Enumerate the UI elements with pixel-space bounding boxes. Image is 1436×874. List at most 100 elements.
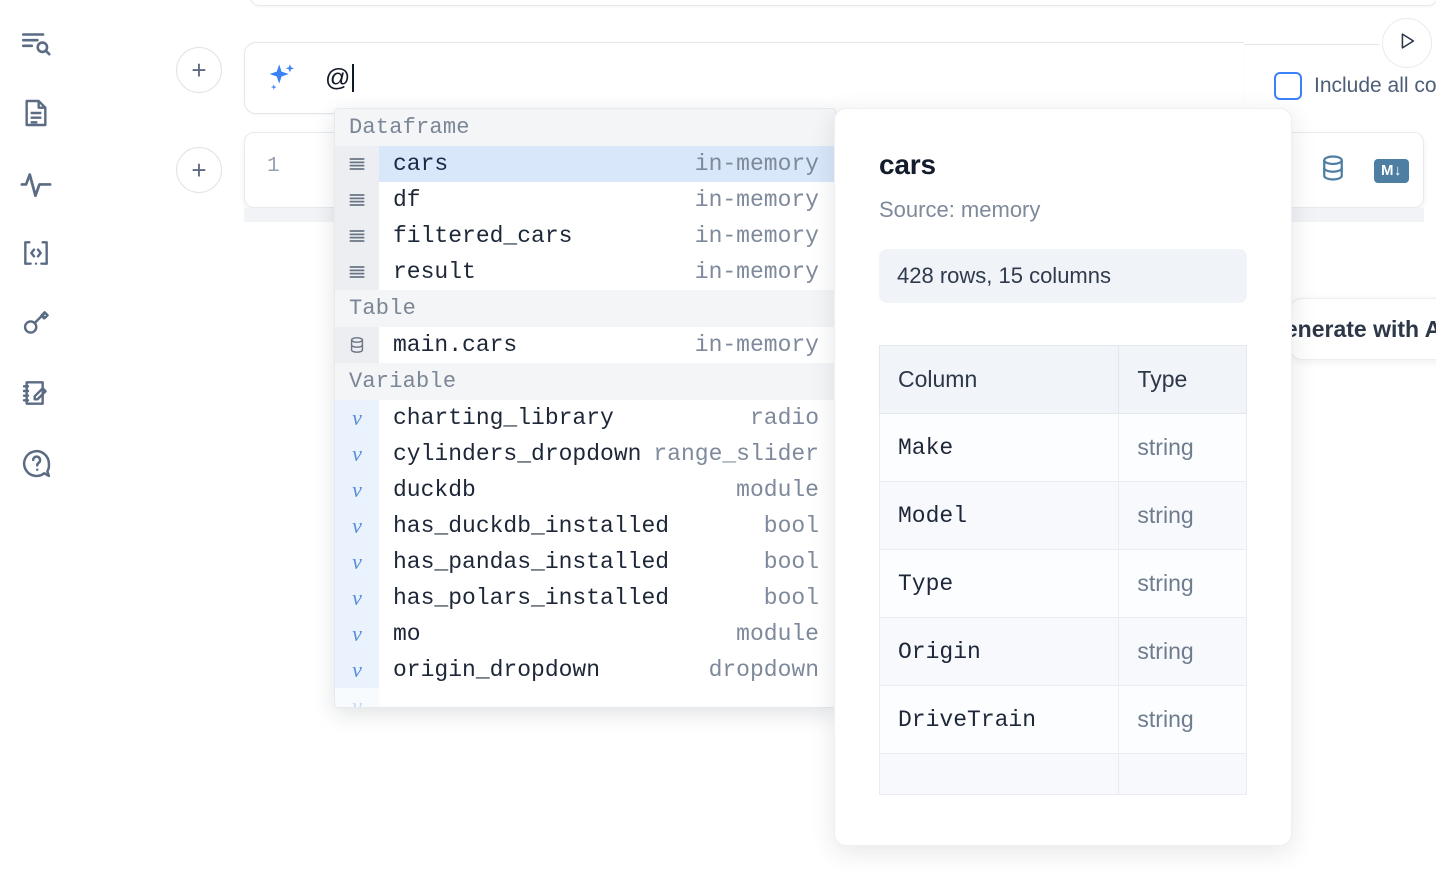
line-number: 1: [267, 155, 280, 178]
table-rows-icon: [335, 254, 379, 290]
play-icon: [1396, 30, 1418, 57]
autocomplete-item[interactable]: v cylinders_dropdown range_slider: [335, 436, 835, 472]
explore-search-icon: [19, 26, 53, 60]
sidebar-item-notebook[interactable]: [14, 88, 58, 138]
markdown-badge[interactable]: M↓: [1374, 158, 1409, 183]
schema-column-name: DriveTrain: [878, 685, 1120, 754]
schema-column-name: Make: [878, 413, 1120, 482]
generate-with-ai-card[interactable]: Generate with AI: [1290, 298, 1436, 360]
sidebar-item-explore[interactable]: [14, 18, 58, 68]
schema-column-type: string: [1118, 413, 1247, 482]
autocomplete-item-name: origin_dropdown: [393, 657, 601, 683]
include-all-code-label: Include all code: [1314, 74, 1436, 97]
autocomplete-item[interactable]: main.cars in-memory: [335, 327, 835, 363]
sidebar-item-help[interactable]: [14, 438, 58, 488]
schema-column-type: string: [1118, 549, 1247, 618]
schema-column-name: Type: [878, 549, 1120, 618]
add-cell-button-top[interactable]: +: [176, 47, 222, 93]
ai-prompt-input[interactable]: @: [325, 64, 354, 93]
autocomplete-item-type: bool: [763, 549, 819, 575]
table-rows-icon: [335, 146, 379, 182]
key-icon: [20, 307, 52, 339]
autocomplete-item-type: dropdown: [708, 657, 819, 683]
preview-shape-badge: 428 rows, 15 columns: [879, 249, 1247, 303]
variable-icon: v: [335, 400, 379, 436]
table-rows-icon: [335, 182, 379, 218]
scratchpad-edit-icon: [20, 377, 52, 409]
autocomplete-item-name: df: [393, 187, 421, 213]
autocomplete-item-type: in-memory: [694, 151, 819, 177]
sidebar-rail: [0, 0, 72, 874]
run-button[interactable]: [1382, 18, 1432, 68]
cell-icon-group: M↓: [1318, 153, 1409, 188]
variable-icon: v: [335, 472, 379, 508]
autocomplete-item-type: radio: [749, 405, 819, 431]
variable-icon: v: [335, 436, 379, 472]
autocomplete-item-type: module: [736, 477, 819, 503]
variable-icon: v: [335, 508, 379, 544]
autocomplete-item-type: bool: [763, 585, 819, 611]
variable-icon: v: [335, 652, 379, 688]
autocomplete-item[interactable]: v origin_dropdown dropdown: [335, 652, 835, 688]
sidebar-item-scratchpad[interactable]: [14, 368, 58, 418]
autocomplete-item-name: has_polars_installed: [393, 585, 670, 611]
autocomplete-item-name: duckdb: [393, 477, 476, 503]
sidebar-item-snippets[interactable]: [14, 228, 58, 278]
preview-source: Source: memory: [879, 197, 1041, 222]
autocomplete-item-type: in-memory: [694, 332, 819, 358]
column-header-type: Type: [1118, 345, 1247, 414]
autocomplete-item[interactable]: cars in-memory: [335, 146, 835, 182]
schema-column-type: string: [1118, 685, 1247, 754]
ai-prompt-bar[interactable]: @: [244, 42, 1244, 114]
sidebar-item-activity[interactable]: [14, 158, 58, 208]
autocomplete-item-clipped[interactable]: v: [335, 688, 835, 707]
database-icon[interactable]: [1318, 153, 1348, 188]
autocomplete-item-name: cylinders_dropdown: [393, 441, 642, 467]
schema-column-name: Model: [878, 481, 1120, 550]
autocomplete-item[interactable]: v has_polars_installed bool: [335, 580, 835, 616]
autocomplete-item-name: cars: [393, 151, 449, 177]
autocomplete-item-type: range_slider: [653, 441, 819, 467]
add-cell-button-bottom[interactable]: +: [176, 147, 222, 193]
include-all-code-toggle[interactable]: Include all code: [1274, 72, 1436, 100]
autocomplete-group-header: Dataframe: [335, 109, 835, 146]
schema-column-type: string: [1118, 481, 1247, 550]
variable-icon: v: [335, 688, 379, 707]
autocomplete-item-name: main.cars: [393, 332, 518, 358]
autocomplete-item-type: in-memory: [694, 259, 819, 285]
autocomplete-group-header: Table: [335, 290, 835, 327]
dataset-preview-panel: cars Source: memory 428 rows, 15 columns…: [834, 108, 1292, 846]
autocomplete-item-type: module: [736, 621, 819, 647]
toolbar-divider: [1244, 44, 1380, 45]
preview-title: cars: [879, 149, 936, 180]
sidebar-item-secrets[interactable]: [14, 298, 58, 348]
schema-column-type: string: [1118, 617, 1247, 686]
autocomplete-item-type: in-memory: [694, 223, 819, 249]
include-all-code-checkbox[interactable]: [1274, 72, 1302, 100]
generate-with-ai-label: Generate with AI: [1291, 315, 1436, 342]
autocomplete-item-name: charting_library: [393, 405, 614, 431]
cell-toolbar: Include all code: [1244, 0, 1436, 120]
autocomplete-item[interactable]: filtered_cars in-memory: [335, 218, 835, 254]
autocomplete-item[interactable]: v charting_library radio: [335, 400, 835, 436]
code-snippet-icon: [20, 237, 52, 269]
autocomplete-item-name: has_duckdb_installed: [393, 513, 670, 539]
schema-column-type: [1118, 753, 1247, 795]
autocomplete-item-name: result: [393, 259, 476, 285]
variable-icon: v: [335, 544, 379, 580]
autocomplete-item-name: filtered_cars: [393, 223, 573, 249]
sparkle-ai-icon: [265, 61, 299, 95]
variable-icon: v: [335, 580, 379, 616]
autocomplete-item[interactable]: result in-memory: [335, 254, 835, 290]
